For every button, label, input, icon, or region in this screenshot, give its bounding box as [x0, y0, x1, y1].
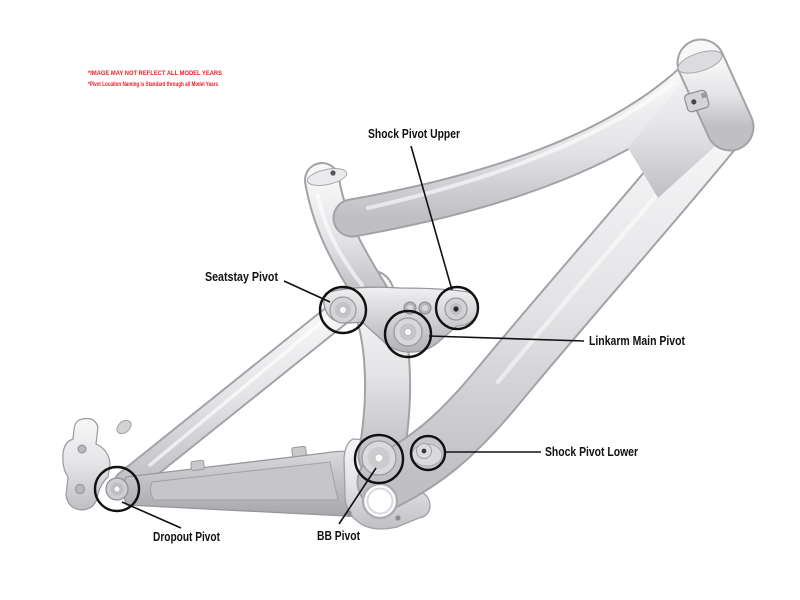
disclaimer-note: *IMAGE MAY NOT REFLECT ALL MODEL YEARS *… — [88, 70, 223, 88]
bb-pivot-leader-line — [338, 467, 377, 525]
dropout-pivot-label: Dropout Pivot — [153, 529, 221, 544]
shock-pivot-upper-leader-line — [410, 145, 453, 291]
linkage-bolt — [418, 301, 432, 315]
shock-pivot-upper-circle — [434, 285, 480, 331]
bike-frame-illustration — [62, 38, 755, 530]
bb-pivot-circle — [353, 433, 405, 485]
seatstay-pivot-circle — [318, 285, 368, 335]
seatstay-pivot-label: Seatstay Pivot — [205, 269, 279, 284]
seatstay-pivot-hardware — [329, 296, 357, 324]
seat-clamp-bolt — [330, 170, 336, 176]
bb-pivot-hardware — [361, 440, 397, 476]
seat-tube-top-face — [306, 168, 348, 186]
head-tube-top-face — [677, 50, 723, 74]
dropout-pivot-leader-line — [121, 501, 182, 529]
brake-boss — [116, 419, 132, 435]
dropout-plate — [62, 417, 111, 511]
shock-pivot-lower-label: Shock Pivot Lower — [545, 444, 638, 459]
shock-pivot-upper-hardware — [444, 297, 468, 321]
head-tube — [628, 38, 755, 198]
linkarm-main-pivot-leader-line — [428, 335, 585, 342]
cable-guide — [291, 445, 307, 458]
cable-guide — [190, 459, 205, 471]
dropout-pivot-circle — [93, 465, 141, 513]
cable-port — [684, 89, 710, 113]
pivot-annotations — [93, 145, 585, 529]
linkarm-main-pivot-circle — [383, 309, 433, 359]
shock-pivot-upper-label: Shock Pivot Upper — [368, 126, 460, 141]
seatstay-pivot-leader-line — [283, 280, 331, 303]
shock-pivot-lower-circle — [409, 434, 447, 472]
brake-mount-hole — [75, 484, 85, 494]
pivot-hardware — [105, 296, 468, 501]
bb-pivot-label: BB Pivot — [317, 528, 361, 543]
bb-shell — [361, 482, 399, 520]
dropout-pivot-hardware — [105, 477, 129, 501]
bolt — [395, 515, 401, 521]
brake-mount-hole — [77, 444, 87, 454]
linkarm-main-pivot-label: Linkarm Main Pivot — [589, 333, 686, 348]
disclaimer-line-2: *Pivot Location Naming is Standard throu… — [88, 81, 218, 88]
shock-pivot-lower-hardware — [411, 443, 443, 467]
callout-labels: Shock Pivot Upper Seatstay Pivot Linkarm… — [153, 126, 686, 544]
seatstay-tube — [113, 296, 357, 497]
linkarm-main-pivot-hardware — [393, 317, 423, 347]
disclaimer-line-1: *IMAGE MAY NOT REFLECT ALL MODEL YEARS — [88, 70, 223, 77]
